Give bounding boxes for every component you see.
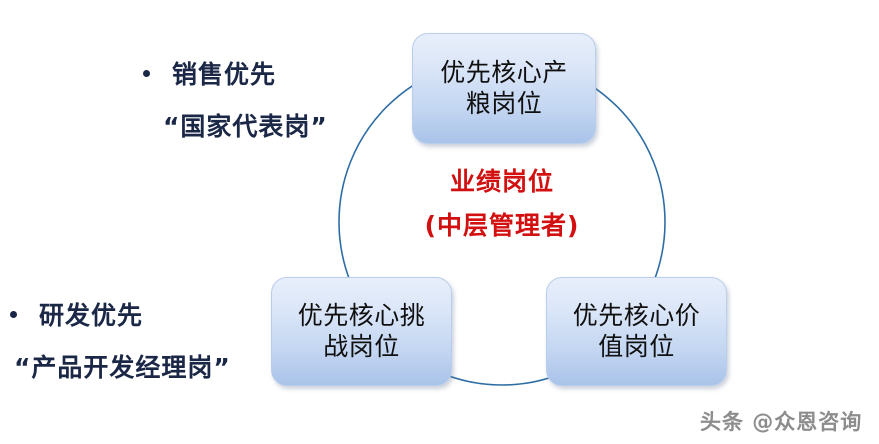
annotation-rd: 研发优先 “产品开发经理岗”: [10, 296, 231, 384]
annotation-sales-heading: 销售优先: [172, 60, 277, 89]
bullet-dot-icon: [143, 69, 150, 77]
watermark: 头条 @众恩咨询: [700, 410, 863, 434]
center-caption-title: 业绩岗位: [449, 167, 554, 196]
center-caption: 业绩岗位 (中层管理者): [372, 168, 632, 239]
center-caption-subtitle: (中层管理者): [424, 210, 580, 240]
annotation-sales-heading-row: 销售优先: [143, 55, 328, 91]
node-box-core-value[interactable]: 优先核心价 值岗位: [546, 277, 727, 386]
annotation-sales-subheading: “国家代表岗”: [163, 112, 328, 141]
node-label-core-grain: 优先核心产 粮岗位: [440, 58, 568, 118]
annotation-rd-heading: 研发优先: [39, 301, 144, 330]
node-label-core-challenge: 优先核心挑 战岗位: [297, 301, 426, 361]
node-box-core-challenge[interactable]: 优先核心挑 战岗位: [271, 277, 452, 386]
bullet-dot-icon: [10, 310, 17, 318]
node-label-core-value: 优先核心价 值岗位: [572, 301, 701, 361]
annotation-rd-subheading: “产品开发经理岗”: [14, 353, 231, 382]
node-box-core-grain[interactable]: 优先核心产 粮岗位: [412, 33, 596, 144]
annotation-sales: 销售优先 “国家代表岗”: [143, 55, 328, 143]
annotation-rd-heading-row: 研发优先: [10, 296, 231, 332]
